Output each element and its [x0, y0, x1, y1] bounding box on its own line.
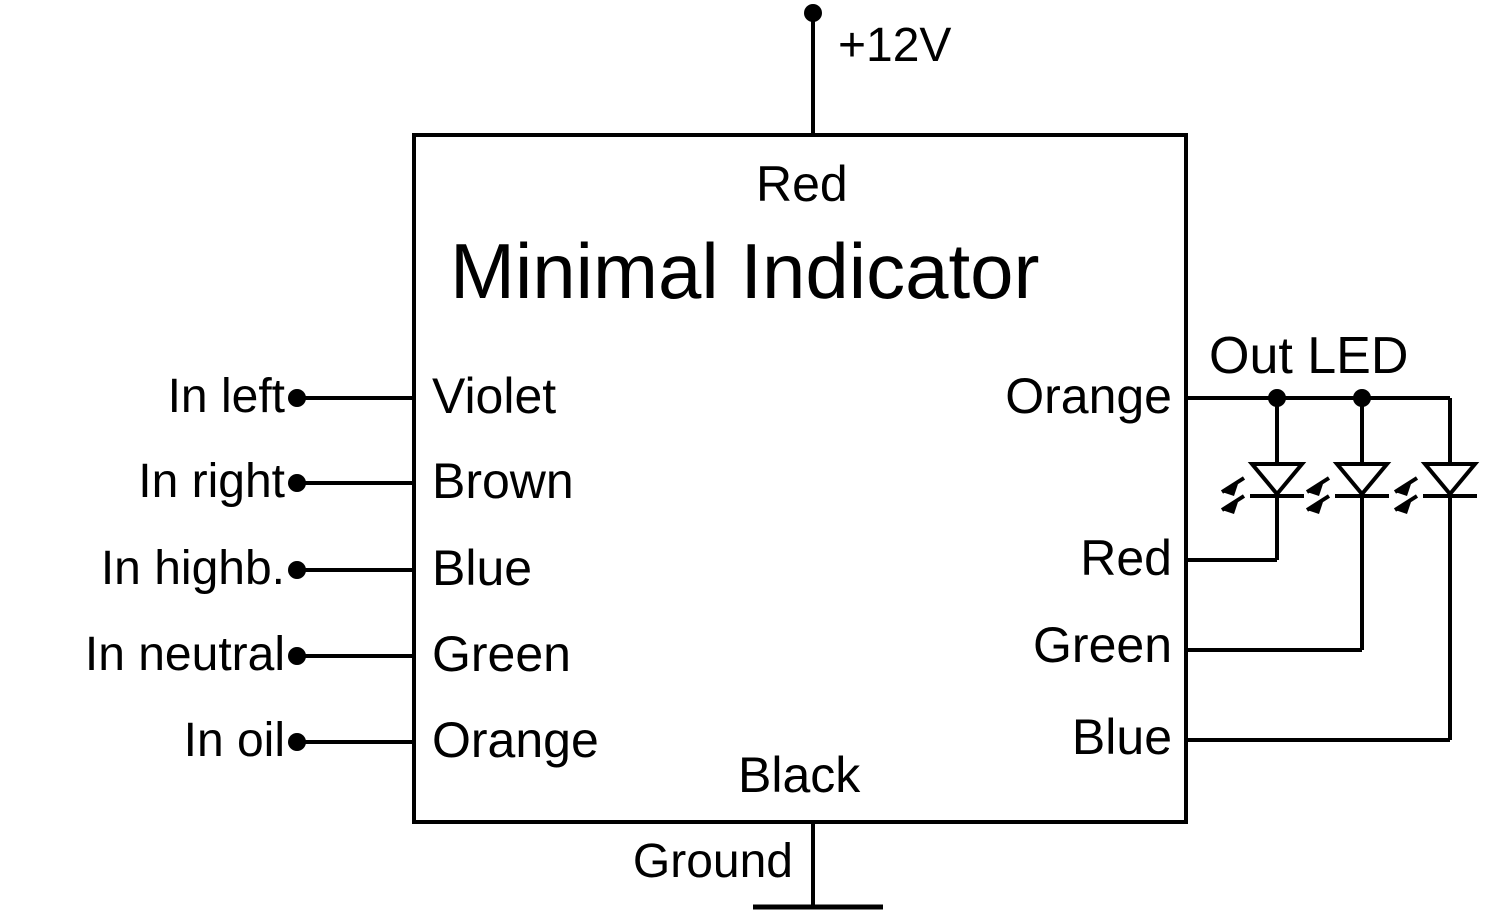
junction-dot-orange-led1	[1268, 389, 1286, 407]
led-2-triangle	[1332, 462, 1392, 498]
led-3-emission-head-b	[1395, 502, 1411, 514]
led-1-emission-arrow-b	[1220, 494, 1246, 512]
device-ground-pin-label: Black	[738, 747, 861, 803]
led-symbol-3	[1393, 462, 1480, 514]
input-label-in-right: In right	[138, 455, 285, 508]
led-symbol-1	[1220, 462, 1307, 514]
led-3-triangle	[1420, 462, 1480, 498]
led-1-triangle	[1247, 462, 1307, 498]
led-3-emission-head-a	[1395, 484, 1411, 496]
led-2-emission-arrow-b	[1305, 494, 1331, 512]
input-label-in-neutral: In neutral	[84, 628, 285, 681]
input-label-in-left: In left	[167, 370, 285, 423]
supply-voltage-label: +12V	[838, 19, 952, 72]
pin-label-green: Green	[432, 626, 571, 682]
input-wire-group	[288, 389, 414, 751]
ground-label: Ground	[632, 835, 793, 888]
pin-label-blue-out: Blue	[1071, 709, 1172, 765]
led-1-emission-head-a	[1222, 484, 1238, 496]
input-label-in-highb: In highb.	[100, 542, 285, 595]
supply-terminal-dot	[804, 4, 822, 22]
led-3-emission-arrow-a	[1393, 476, 1419, 494]
input-label-in-oil: In oil	[183, 714, 285, 767]
input-terminal-dot-in-highb	[288, 561, 306, 579]
led-2-emission-arrow-a	[1305, 476, 1331, 494]
junction-dot-orange-led2	[1353, 389, 1371, 407]
device-title: Minimal Indicator	[450, 227, 1040, 315]
out-led-group-label: Out LED	[1209, 327, 1409, 385]
output-led-network	[1186, 389, 1480, 742]
input-terminal-dot-in-left	[288, 389, 306, 407]
input-terminal-dot-in-oil	[288, 733, 306, 751]
pin-label-orange-out: Orange	[1005, 368, 1172, 424]
pin-label-violet: Violet	[432, 368, 557, 424]
pin-label-brown: Brown	[432, 453, 574, 509]
pin-label-red-out: Red	[1080, 530, 1172, 586]
input-terminal-dot-in-right	[288, 474, 306, 492]
input-terminal-dot-in-neutral	[288, 647, 306, 665]
led-symbol-2	[1305, 462, 1392, 514]
device-body-outline	[412, 133, 1188, 824]
device-power-pin-label: Red	[756, 156, 848, 212]
led-2-emission-head-b	[1307, 502, 1323, 514]
led-2-emission-head-a	[1307, 484, 1323, 496]
pin-label-green-out: Green	[1033, 617, 1172, 673]
pin-label-blue: Blue	[432, 540, 533, 596]
pin-label-orange-in: Orange	[432, 712, 599, 768]
led-1-emission-head-b	[1222, 502, 1238, 514]
led-1-emission-arrow-a	[1220, 476, 1246, 494]
led-3-emission-arrow-b	[1393, 494, 1419, 512]
